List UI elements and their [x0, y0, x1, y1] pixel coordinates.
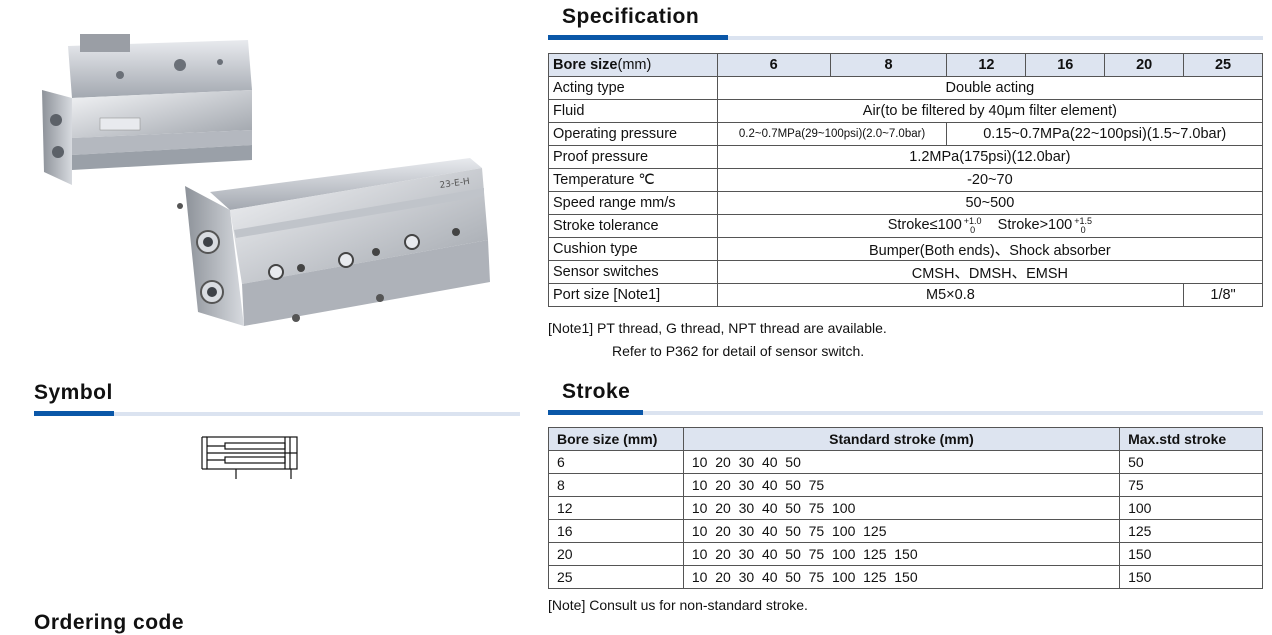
- table-row: 12 10 20 30 40 50 75 100 100: [548, 496, 1263, 520]
- spec-value: 50~500: [716, 191, 1264, 215]
- small-cylinder: [42, 34, 252, 185]
- spec-label: Cushion type: [548, 237, 718, 261]
- specification-table: Bore size(mm) 6 8 12 16 20 25 Acting typ…: [548, 53, 1264, 307]
- symbol-bar: [34, 411, 520, 416]
- product-photo: 23-E-H: [42, 34, 490, 326]
- max-cell: 150: [1119, 565, 1263, 589]
- operating-pressure-row: Operating pressure 0.2~0.7MPa(29~100psi)…: [548, 122, 1263, 146]
- spec-value-large-bores: 0.15~0.7MPa(22~100psi)(1.5~7.0bar): [946, 122, 1263, 146]
- table-row: 16 10 20 30 40 50 75 100 125 125: [548, 519, 1263, 543]
- spec-label: Port size [Note1]: [548, 283, 718, 307]
- spec-note-2: Refer to P362 for detail of sensor switc…: [612, 343, 865, 359]
- bore-16: 16: [1025, 53, 1106, 77]
- spec-value-small-bores: 0.2~0.7MPa(29~100psi)(2.0~7.0bar): [716, 122, 948, 146]
- speed-range-row: Speed range mm/s 50~500: [548, 191, 1264, 215]
- bore-cell: 8: [548, 473, 684, 497]
- spec-header-row: Bore size(mm) 6 8 12 16 20 25: [548, 53, 1263, 77]
- stroke-table: Bore size (mm) Standard stroke (mm) Max.…: [548, 427, 1263, 589]
- acting-type-row: Acting type Double acting: [548, 76, 1264, 100]
- spec-value-large-bores: 1/8": [1183, 283, 1263, 307]
- max-cell: 100: [1119, 496, 1263, 520]
- strokes-cell: 10 20 30 40 50: [682, 450, 1121, 474]
- specification-bar: [548, 35, 1263, 40]
- max-cell: 50: [1119, 450, 1263, 474]
- spec-label: Acting type: [548, 76, 718, 100]
- bore-cell: 20: [548, 542, 684, 566]
- spec-value-small-bores: M5×0.8: [716, 283, 1185, 307]
- spec-value: 1.2MPa(175psi)(12.0bar): [716, 145, 1264, 169]
- table-row: 6 10 20 30 40 50 50: [548, 450, 1263, 474]
- bore-size-column-header: Bore size (mm): [548, 427, 684, 451]
- spec-label: Stroke tolerance: [548, 214, 718, 238]
- sensor-switches-row: Sensor switches CMSH、DMSH、EMSH: [548, 260, 1264, 284]
- table-row: 25 10 20 30 40 50 75 100 125 150 150: [548, 565, 1263, 589]
- stroke-note: [Note] Consult us for non-standard strok…: [548, 597, 808, 613]
- strokes-cell: 10 20 30 40 50 75 100: [682, 496, 1121, 520]
- strokes-cell: 10 20 30 40 50 75 100 125 150: [682, 542, 1121, 566]
- cylinder-symbol-icon: [201, 436, 298, 479]
- spec-value: Bumper(Both ends)、Shock absorber: [716, 237, 1264, 261]
- spec-label: Speed range mm/s: [548, 191, 718, 215]
- spec-value: Air(to be filtered by 40μm filter elemen…: [716, 99, 1264, 123]
- fluid-row: Fluid Air(to be filtered by 40μm filter …: [548, 99, 1264, 123]
- table-row: 8 10 20 30 40 50 75 75: [548, 473, 1263, 497]
- stroke-title: Stroke: [562, 380, 631, 403]
- bore-25: 25: [1183, 53, 1263, 77]
- bore-8: 8: [829, 53, 948, 77]
- table-row: 20 10 20 30 40 50 75 100 125 150 150: [548, 542, 1263, 566]
- spec-label: Temperature ℃: [548, 168, 718, 192]
- spec-label: Operating pressure: [548, 122, 718, 146]
- specification-title: Specification: [562, 5, 700, 28]
- spec-label: Sensor switches: [548, 260, 718, 284]
- bore-cell: 25: [548, 565, 684, 589]
- spec-note-1: [Note1] PT thread, G thread, NPT thread …: [548, 320, 887, 336]
- standard-stroke-column-header: Standard stroke (mm): [682, 427, 1121, 451]
- stroke-bar: [548, 410, 1263, 415]
- symbol-title: Symbol: [34, 381, 113, 404]
- cushion-type-row: Cushion type Bumper(Both ends)、Shock abs…: [548, 237, 1264, 261]
- bore-12: 12: [946, 53, 1027, 77]
- bore-size-header: Bore size(mm): [548, 53, 718, 77]
- bore-6: 6: [716, 53, 831, 77]
- strokes-cell: 10 20 30 40 50 75 100 125: [682, 519, 1121, 543]
- strokes-cell: 10 20 30 40 50 75: [682, 473, 1121, 497]
- strokes-cell: 10 20 30 40 50 75 100 125 150: [682, 565, 1121, 589]
- spec-value: -20~70: [716, 168, 1264, 192]
- engraving-text: 23-E-H: [439, 177, 471, 191]
- max-stroke-column-header: Max.std stroke: [1119, 427, 1263, 451]
- bore-cell: 12: [548, 496, 684, 520]
- spec-label: Fluid: [548, 99, 718, 123]
- bore-cell: 16: [548, 519, 684, 543]
- spec-label: Proof pressure: [548, 145, 718, 169]
- max-cell: 75: [1119, 473, 1263, 497]
- port-size-row: Port size [Note1] M5×0.8 1/8": [548, 283, 1263, 307]
- ordering-code-title: Ordering code: [34, 611, 185, 634]
- spec-value: CMSH、DMSH、EMSH: [716, 260, 1264, 284]
- max-cell: 150: [1119, 542, 1263, 566]
- bore-cell: 6: [548, 450, 684, 474]
- max-cell: 125: [1119, 519, 1263, 543]
- proof-pressure-row: Proof pressure 1.2MPa(175psi)(12.0bar): [548, 145, 1264, 169]
- stroke-header-row: Bore size (mm) Standard stroke (mm) Max.…: [548, 427, 1263, 451]
- spec-value: Double acting: [716, 76, 1264, 100]
- large-cylinder: 23-E-H: [177, 158, 490, 326]
- bore-20: 20: [1104, 53, 1185, 77]
- temperature-row: Temperature ℃ -20~70: [548, 168, 1264, 192]
